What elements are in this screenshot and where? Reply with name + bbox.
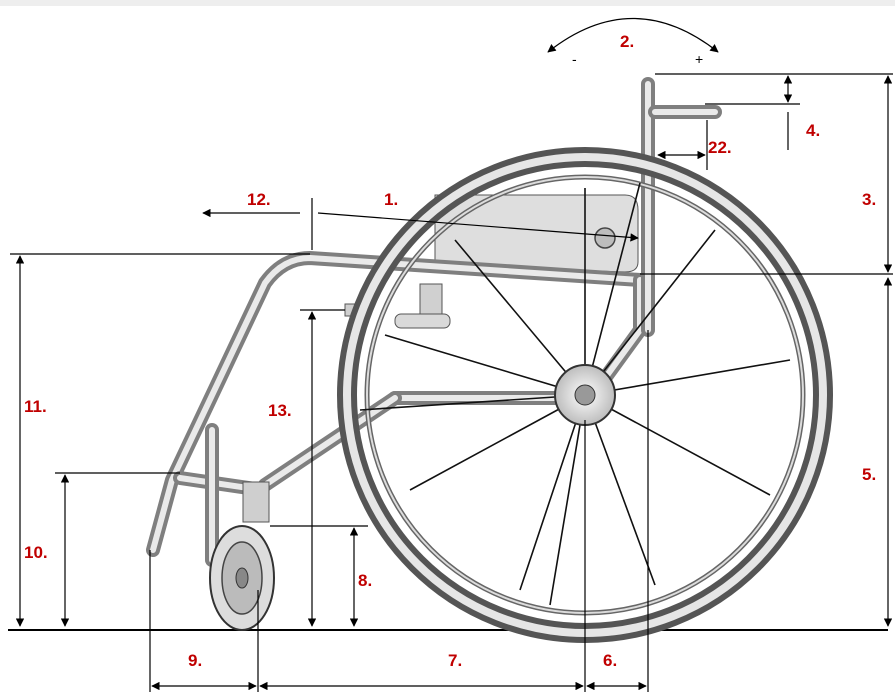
label-3: 3. [862, 190, 876, 209]
label-11: 11. [24, 397, 47, 416]
castor-wheel [209, 525, 275, 631]
label-2: 2. [620, 32, 634, 51]
dim-2-arc [547, 18, 719, 53]
wheel-spokes [359, 182, 791, 606]
label-1: 1. [384, 190, 398, 209]
label-13: 13. [268, 401, 292, 420]
label-9: 9. [188, 651, 202, 670]
angle-minus-sign: - [572, 51, 577, 67]
dim-1-line [317, 212, 639, 242]
label-7: 7. [448, 651, 462, 670]
label-6: 6. [603, 651, 617, 670]
label-4: 4. [806, 121, 820, 140]
label-8: 8. [358, 571, 372, 590]
angle-plus-sign: + [695, 51, 703, 67]
dimension-lines [10, 18, 893, 692]
label-22: 22. [708, 138, 732, 157]
backrest-panel [434, 194, 639, 273]
label-12: 12. [247, 190, 271, 209]
wheelchair [146, 77, 833, 643]
label-5: 5. [862, 465, 876, 484]
dimension-labels: 1. 2. - + 3. 4. 5. 6. 7. 8. 9. 10. 11. 1… [24, 32, 876, 670]
castor-fork [242, 481, 270, 523]
brake [344, 283, 451, 329]
label-10: 10. [24, 543, 48, 562]
top-band [0, 0, 895, 6]
axle-knob [594, 227, 616, 249]
